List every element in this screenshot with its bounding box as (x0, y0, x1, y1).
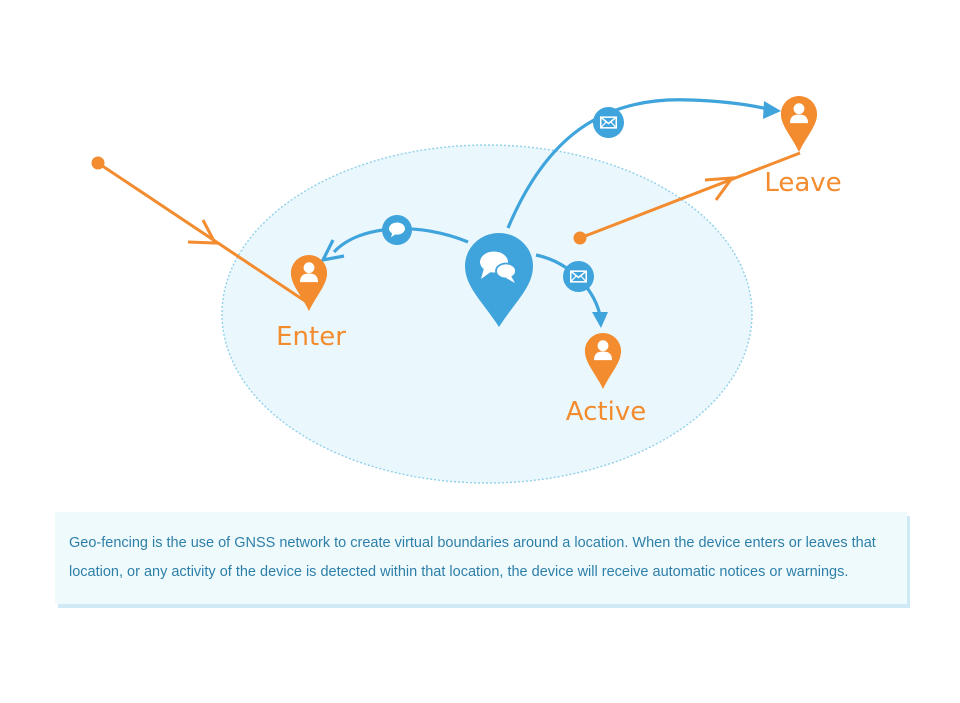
notify-leave-arc (506, 98, 773, 229)
enter-label: Enter (276, 322, 346, 352)
envelope-icon (563, 261, 594, 292)
geofence-boundary (221, 144, 753, 484)
chat-bubbles-pin-icon (465, 233, 533, 327)
description-box: Geo-fencing is the use of GNSS network t… (55, 512, 907, 604)
enter-path-arrow (187, 219, 218, 245)
chat-bubble-icon (382, 215, 412, 245)
enter-path (91, 156, 309, 305)
geofence-diagram: Enter Active Leave (91, 96, 842, 484)
active-label: Active (566, 397, 646, 427)
notify-leave-arrowhead (763, 101, 781, 119)
leave-label: Leave (764, 168, 841, 198)
leave-user-pin-icon (780, 96, 818, 152)
leave-path-start-dot (573, 231, 587, 245)
enter-path-start-dot (91, 156, 105, 170)
description-text: Geo-fencing is the use of GNSS network t… (69, 535, 876, 580)
notify-active-arrowhead (592, 312, 608, 328)
envelope-icon (593, 107, 624, 138)
leave-path (573, 151, 801, 245)
leave-path-arrow (704, 176, 736, 201)
